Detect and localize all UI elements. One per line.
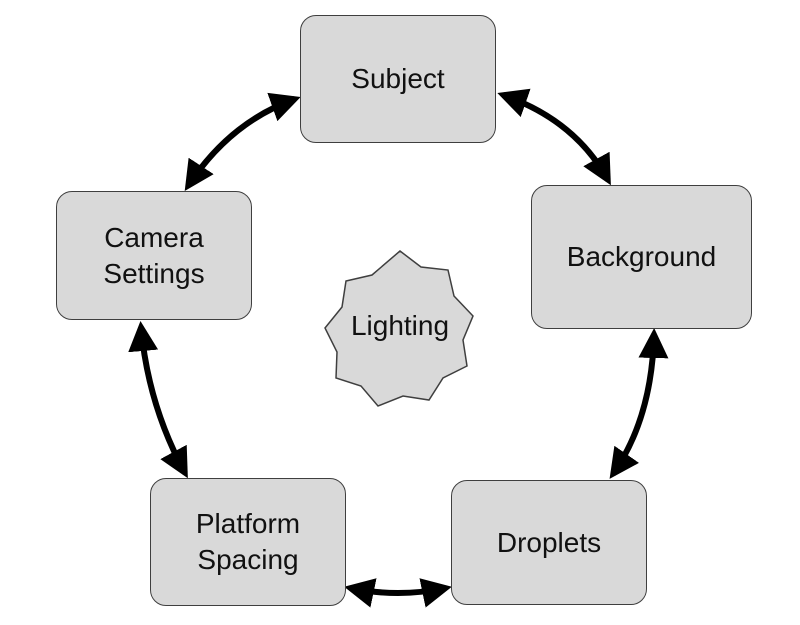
node-background-label: Background	[566, 241, 717, 272]
node-camera-settings: Camera Settings	[56, 191, 252, 320]
arrow-camera-subject	[184, 92, 301, 192]
lighting-starburst-shape	[324, 250, 474, 407]
node-camera-settings-label: Camera Settings	[103, 221, 205, 289]
node-platform-spacing: Platform Spacing	[150, 478, 346, 606]
node-platform-spacing-label: Platform Spacing	[195, 508, 301, 575]
node-droplets: Droplets	[451, 480, 647, 605]
arrow-background-droplets	[609, 328, 669, 479]
node-background: Background	[531, 185, 752, 329]
node-subject: Subject	[300, 15, 496, 143]
node-subject-label: Subject	[351, 63, 445, 94]
arrow-subject-background	[497, 88, 611, 186]
arrow-droplets-platform	[344, 578, 452, 608]
arrow-platform-camera	[128, 321, 188, 479]
node-droplets-label: Droplets	[496, 526, 602, 558]
lighting-label: Lighting	[350, 310, 450, 341]
